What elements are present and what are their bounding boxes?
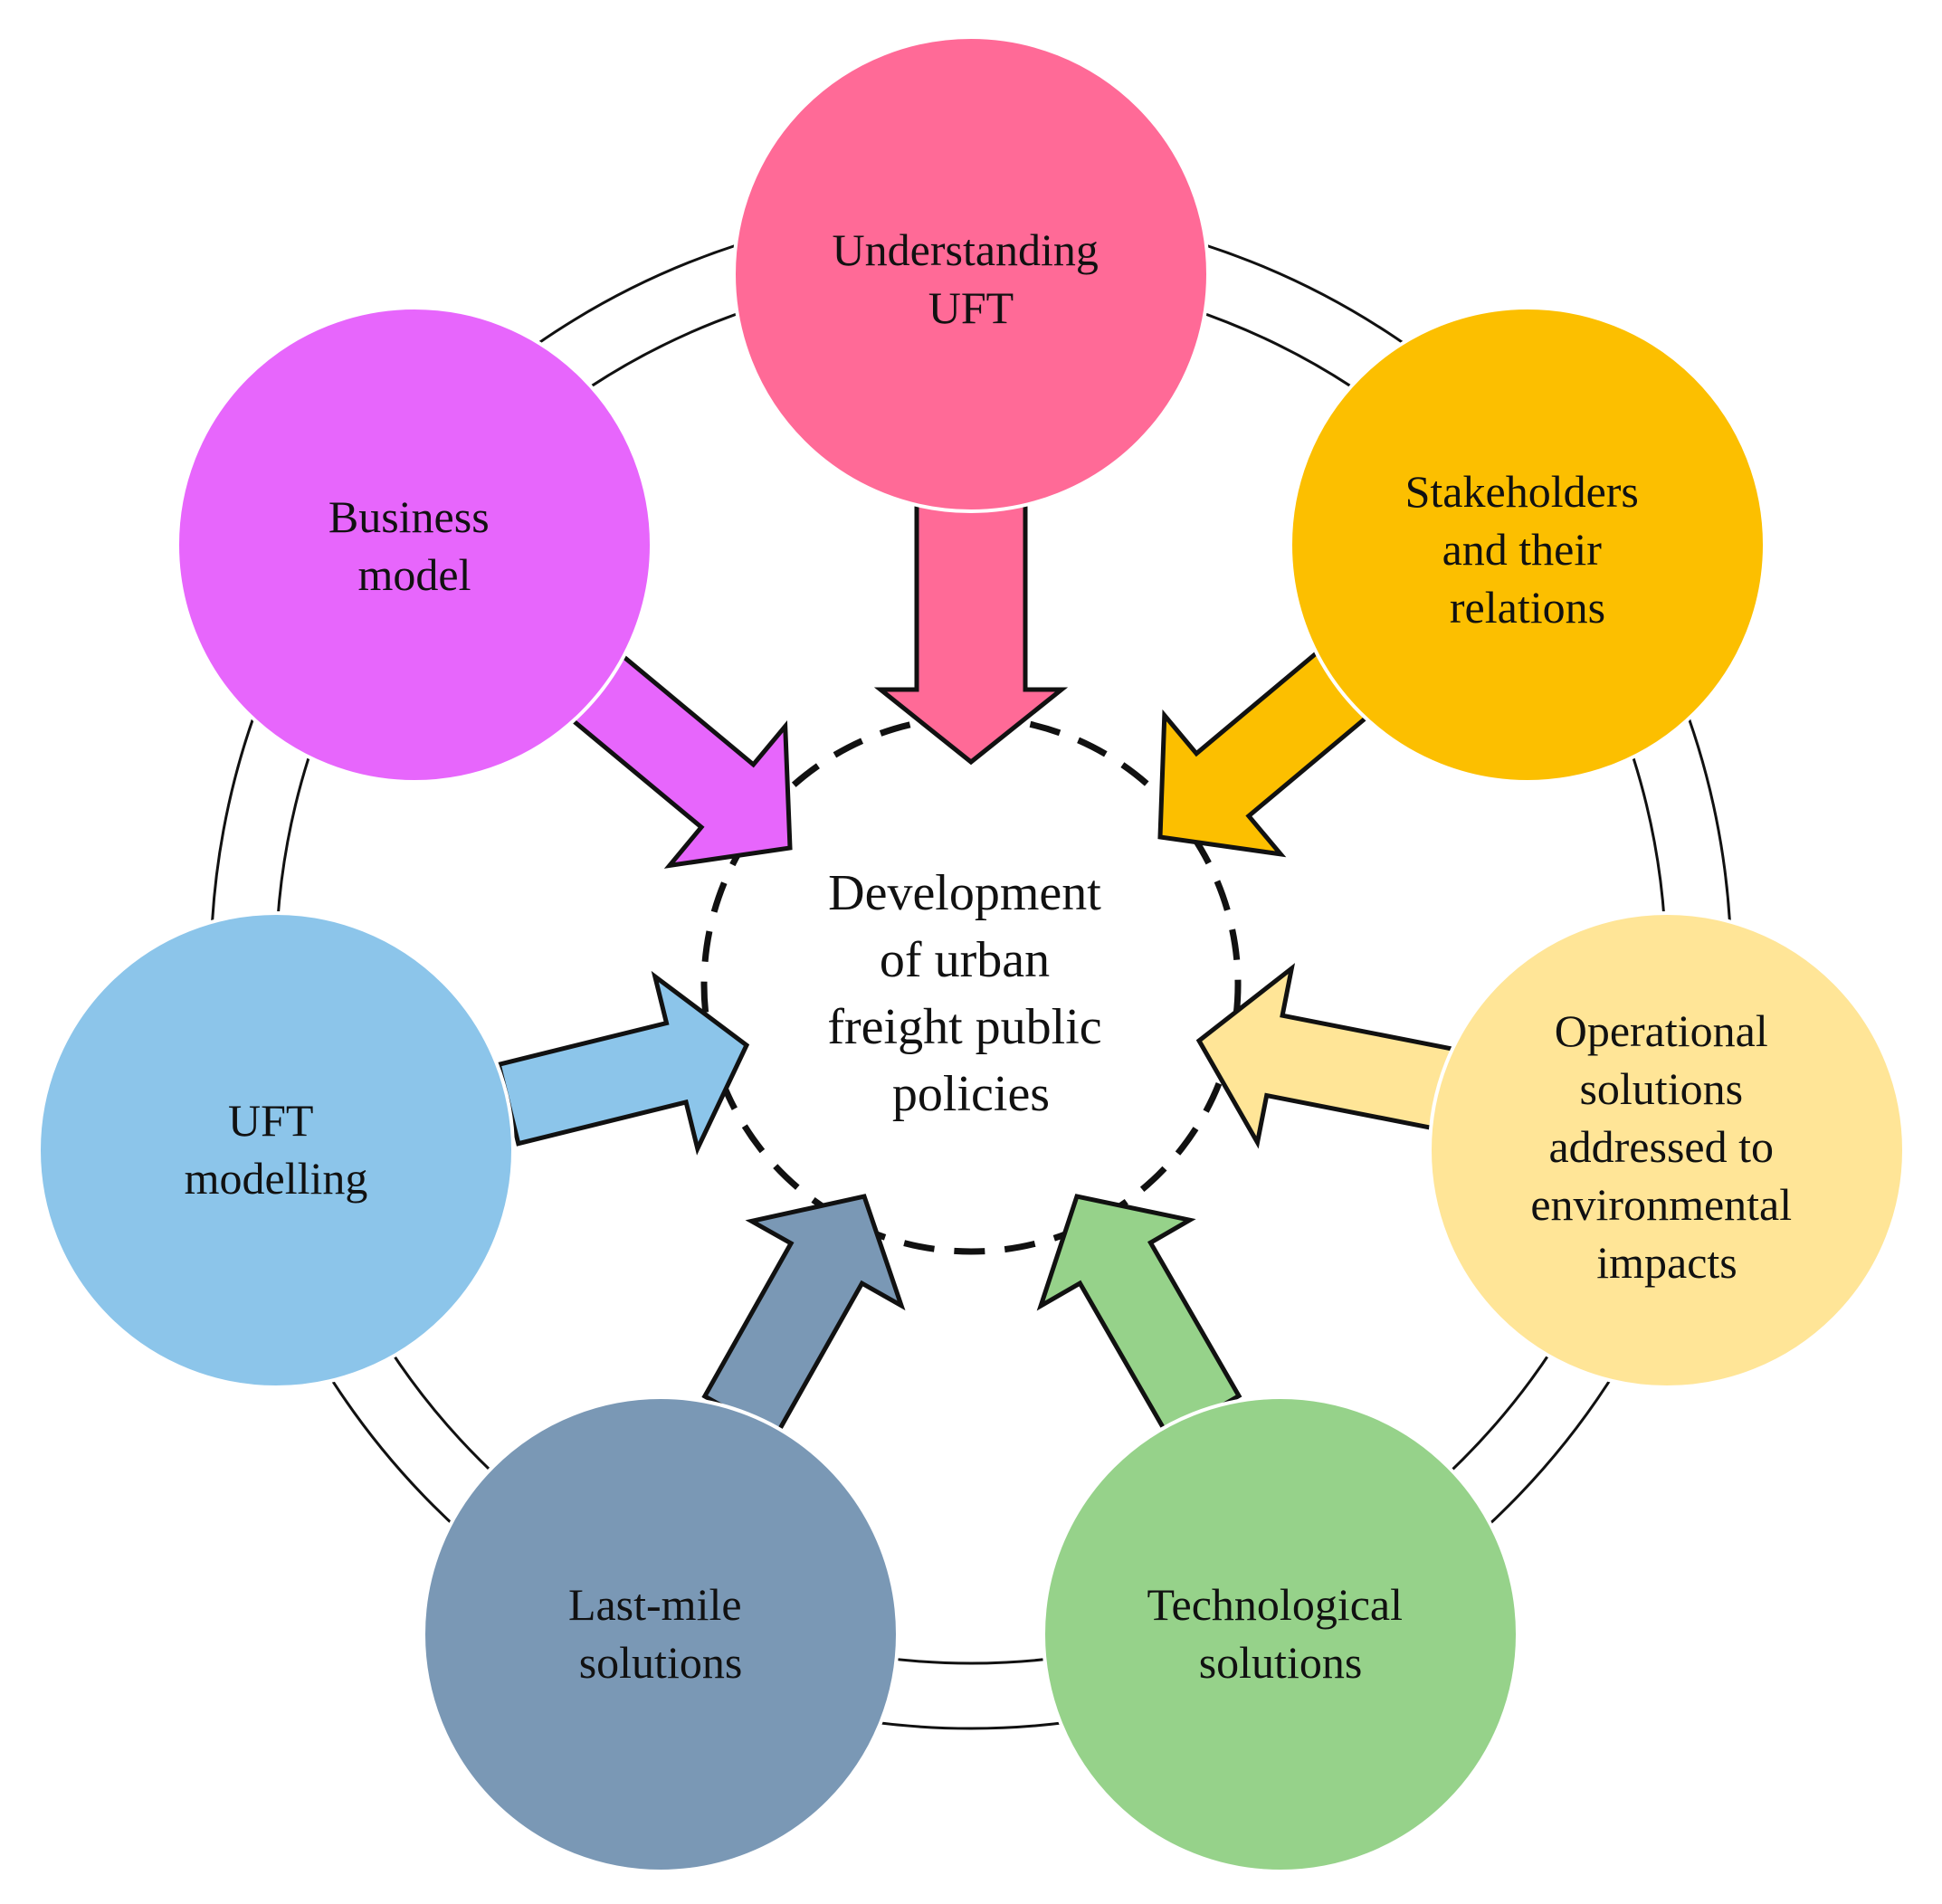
- last-mile-solutions-circle: [422, 1395, 900, 1873]
- operational-solutions-line-4: environmental: [1530, 1179, 1792, 1230]
- stakeholders-arrow: [1157, 648, 1374, 858]
- technological-solutions-circle: [1042, 1395, 1519, 1873]
- node-understanding-uft: Understanding UFT: [732, 35, 1210, 513]
- node-technological-solutions: Technological solutions: [1042, 1395, 1519, 1873]
- operational-solutions-arrow: [1195, 963, 1463, 1149]
- operational-solutions-line-1: Operational: [1555, 1005, 1768, 1056]
- node-stakeholders: Stakeholders and their relations: [1289, 306, 1766, 784]
- operational-solutions-line-3: addressed to: [1548, 1121, 1774, 1172]
- business-model-arrow: [567, 652, 793, 869]
- arrows-layer: [496, 486, 1463, 1440]
- uft-modelling-arrow: [496, 970, 750, 1156]
- stakeholders-label: Stakeholders and their relations: [1405, 466, 1651, 633]
- node-last-mile-solutions: Last-mile solutions: [422, 1395, 900, 1873]
- stakeholders-line-3: relations: [1450, 582, 1605, 633]
- technological-solutions-arrow: [1036, 1194, 1242, 1440]
- understanding-uft-line-2: UFT: [928, 282, 1014, 333]
- understanding-uft-circle: [732, 35, 1210, 513]
- operational-solutions-label: Operational solutions addressed to envir…: [1530, 1005, 1803, 1288]
- center-line-4: policies: [892, 1066, 1050, 1122]
- last-mile-solutions-line-1: Last-mile: [568, 1579, 742, 1630]
- last-mile-solutions-arrow: [701, 1194, 906, 1440]
- technological-solutions-line-1: Technological: [1147, 1579, 1404, 1630]
- uft-modelling-line-2: modelling: [185, 1153, 368, 1204]
- understanding-uft-label: Understanding UFT: [833, 224, 1110, 333]
- technological-solutions-label: Technological solutions: [1147, 1579, 1414, 1688]
- node-uft-modelling: UFT modelling: [37, 911, 515, 1389]
- center-line-2: of urban: [880, 932, 1050, 988]
- node-operational-solutions: Operational solutions addressed to envir…: [1428, 911, 1906, 1389]
- uft-modelling-label: UFT modelling: [185, 1095, 368, 1204]
- business-model-line-2: model: [358, 549, 471, 600]
- center-line-1: Development: [828, 865, 1101, 921]
- last-mile-solutions-label: Last-mile solutions: [568, 1579, 753, 1688]
- business-model-circle: [176, 306, 653, 784]
- nodes-layer: Understanding UFT Stakeholders and their…: [37, 35, 1906, 1873]
- understanding-uft-arrow: [873, 486, 1069, 766]
- business-model-label: Business model: [328, 491, 500, 600]
- operational-solutions-circle: [1428, 911, 1906, 1389]
- center-line-3: freight public: [827, 999, 1101, 1055]
- understanding-uft-line-1: Understanding: [833, 224, 1099, 275]
- operational-solutions-line-2: solutions: [1579, 1063, 1743, 1114]
- business-model-line-1: Business: [328, 491, 490, 542]
- center-label: Development of urban freight public poli…: [827, 865, 1114, 1122]
- stakeholders-line-2: and their: [1442, 524, 1603, 575]
- stakeholders-circle: [1289, 306, 1766, 784]
- stakeholders-line-1: Stakeholders: [1405, 466, 1639, 517]
- center-dashed-circle: [700, 714, 1242, 1255]
- node-business-model: Business model: [176, 306, 653, 784]
- last-mile-solutions-line-2: solutions: [579, 1637, 743, 1688]
- operational-solutions-line-5: impacts: [1596, 1237, 1737, 1288]
- uft-modelling-circle: [37, 911, 515, 1389]
- uft-modelling-line-1: UFT: [228, 1095, 313, 1146]
- technological-solutions-line-2: solutions: [1199, 1637, 1363, 1688]
